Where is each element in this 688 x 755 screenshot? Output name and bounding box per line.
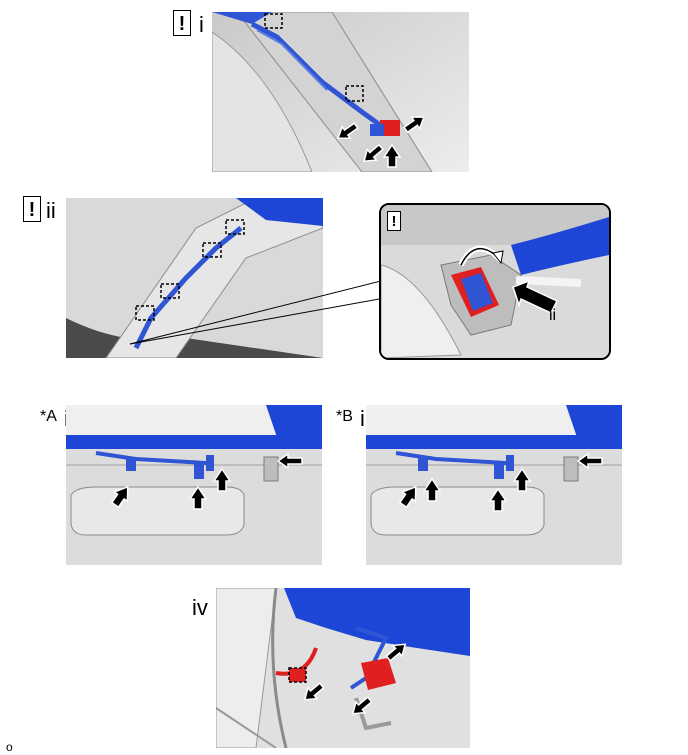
step-iv-illustration <box>216 588 470 748</box>
clamp-box-4 <box>135 305 155 321</box>
arrow-icon <box>336 122 359 140</box>
step-ii-inset: ! ii <box>379 203 611 360</box>
arrow-icon <box>488 487 508 512</box>
arrow-icon <box>212 467 232 492</box>
arrow-icon <box>382 143 402 168</box>
step-iii-B-illustration <box>366 405 622 565</box>
variant-A-label: *A <box>40 408 57 425</box>
clamp-box-2 <box>345 85 364 102</box>
connector-red <box>361 658 396 690</box>
arrow-icon <box>363 143 384 163</box>
connector-red <box>380 120 400 136</box>
inset-roman-label: ii <box>549 307 557 324</box>
corner-mark: o <box>6 740 13 754</box>
arrow-icon <box>398 485 417 509</box>
clamp-box-3 <box>160 283 180 299</box>
arrow-icon <box>276 452 303 470</box>
inset-caution-mark: ! <box>387 211 401 231</box>
variant-B-label: *B <box>336 408 353 425</box>
step-iv-label: iv <box>192 595 208 620</box>
step-ii-label: ii <box>46 198 56 223</box>
caution-mark-step-ii: ! <box>23 196 41 222</box>
caution-mark-step-i: ! <box>173 10 191 36</box>
arrow-icon <box>303 682 325 701</box>
arrow-icon <box>422 477 442 502</box>
arrow-icon <box>576 452 603 470</box>
step-i-label: i <box>199 12 204 37</box>
arrow-icon <box>351 696 373 715</box>
step-iii-A-illustration <box>66 405 322 565</box>
step-i-illustration <box>212 12 469 172</box>
push-arrow-icon <box>512 279 559 314</box>
step-ii-illustration <box>66 198 323 358</box>
arrow-icon <box>385 643 407 662</box>
arrow-icon <box>110 485 129 509</box>
clamp-box <box>288 667 307 683</box>
arrow-icon <box>403 116 425 134</box>
clamp-box-1 <box>264 13 283 29</box>
arrow-icon <box>512 467 532 492</box>
clamp-box-2 <box>202 242 222 258</box>
arrow-icon <box>188 485 208 510</box>
clamp-box-1 <box>225 219 245 235</box>
